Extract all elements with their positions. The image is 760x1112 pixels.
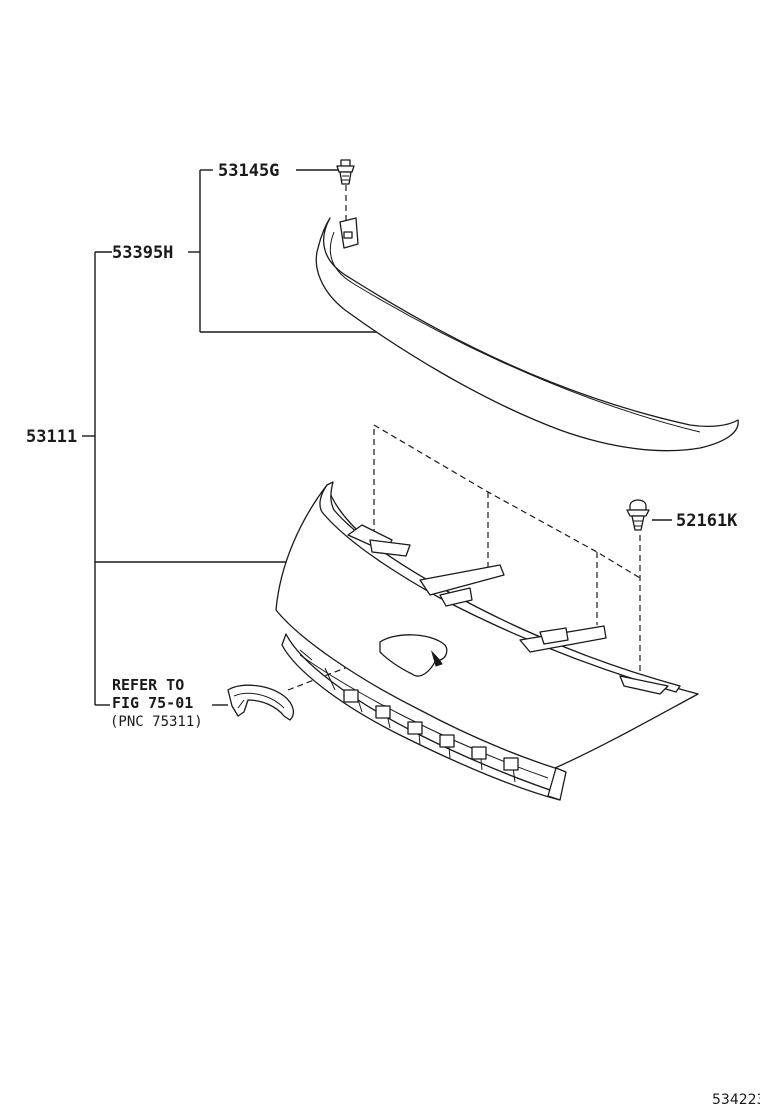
part-number-53395h: 53395H bbox=[112, 243, 173, 263]
clip-53145g-icon bbox=[336, 159, 355, 185]
part-number-52161k: 52161K bbox=[676, 511, 738, 531]
reference-note-line3: (PNC 75311) bbox=[110, 714, 203, 730]
part-number-53111: 53111 bbox=[26, 427, 77, 447]
mounting-tabs bbox=[347, 524, 669, 695]
part-number-53145g: 53145G bbox=[218, 161, 279, 181]
radiator-grille-drawing bbox=[275, 481, 699, 801]
figure-number: 534223 bbox=[712, 1092, 760, 1108]
leader-lines bbox=[82, 169, 672, 706]
emblem-drawing bbox=[227, 684, 295, 721]
reference-note-line1: REFER TO bbox=[112, 676, 184, 694]
clip-52161k-icon bbox=[626, 499, 650, 531]
grille-slats bbox=[299, 649, 549, 783]
grille-moulding-drawing bbox=[315, 217, 739, 452]
reference-note-line2: FIG 75-01 bbox=[112, 694, 193, 712]
